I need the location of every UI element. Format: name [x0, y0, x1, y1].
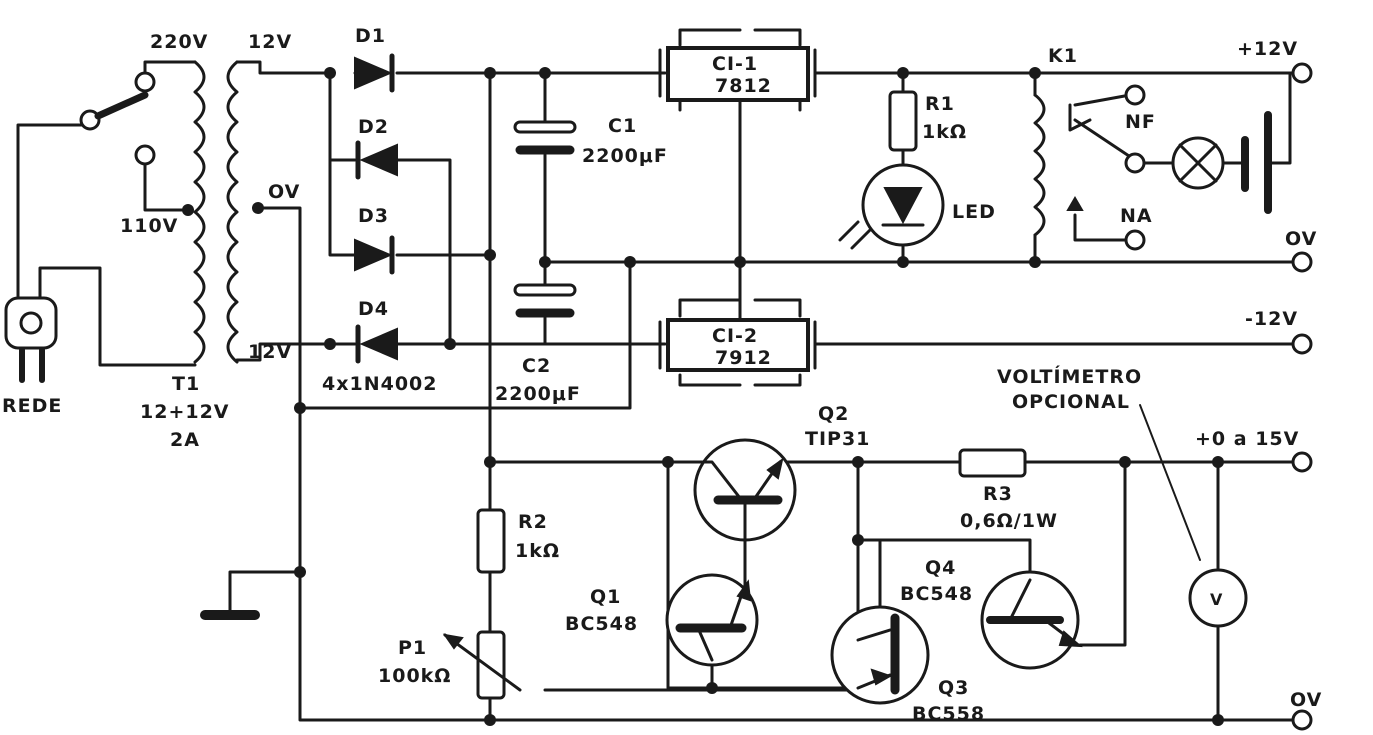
label-r3-val: 0,6Ω/1W — [960, 510, 1058, 532]
label-r2: R2 — [518, 511, 548, 533]
label-out-0v-bot: OV — [1290, 689, 1322, 711]
label-ci1: CI-1 — [712, 53, 758, 75]
diode-d1 — [354, 53, 395, 93]
label-d2: D2 — [358, 116, 389, 138]
voltage-selector-switch — [79, 71, 156, 166]
capacitor-c2 — [513, 283, 577, 318]
label-r3: R3 — [983, 483, 1013, 505]
label-out-var: +0 a 15V — [1195, 428, 1299, 450]
label-r1-val: 1kΩ — [922, 121, 967, 143]
label-q2-part: TIP31 — [805, 428, 870, 450]
label-k1: K1 — [1048, 45, 1078, 67]
transistor-q1 — [665, 573, 759, 667]
label-q1-part: BC548 — [565, 613, 638, 635]
diode-d3 — [354, 235, 395, 275]
transistor-q3 — [830, 605, 930, 705]
label-na: NA — [1120, 205, 1153, 227]
label-diodes: 4x1N4002 — [322, 373, 437, 395]
led — [838, 163, 945, 250]
label-q1: Q1 — [590, 586, 621, 608]
label-c2: C2 — [522, 355, 551, 377]
regulator-ci1 — [658, 28, 817, 112]
mains-plug — [4, 296, 58, 383]
label-led: LED — [952, 201, 996, 223]
junction-dots — [182, 67, 1224, 726]
label-meter: V — [1210, 590, 1223, 609]
label-rede: REDE — [2, 395, 62, 417]
diode-d4 — [355, 324, 398, 364]
label-ci2: CI-2 — [712, 325, 758, 347]
resistor-r2 — [476, 508, 506, 574]
text-labels: 220V 110V 12V OV 12V REDE T1 12+12V 2A D… — [2, 25, 1322, 725]
label-d1: D1 — [355, 25, 386, 47]
label-d3: D3 — [358, 205, 389, 227]
potentiometer-p1 — [442, 630, 522, 700]
label-d4: D4 — [358, 298, 389, 320]
label-c1: C1 — [608, 115, 637, 137]
diode-d2 — [355, 140, 398, 180]
output-terminals — [1291, 62, 1313, 731]
label-sec-12v-bot: 12V — [248, 341, 292, 363]
transistor-q2 — [693, 438, 797, 542]
label-t1-spec: 12+12V — [140, 401, 230, 423]
label-r2-val: 1kΩ — [515, 540, 560, 562]
regulator-ci2 — [658, 298, 817, 387]
voltmeter — [1188, 568, 1248, 628]
battery — [1241, 111, 1272, 214]
label-q4-part: BC548 — [900, 583, 973, 605]
label-out-p12: +12V — [1237, 38, 1298, 60]
transistor-q4 — [980, 570, 1083, 670]
capacitor-c1 — [513, 120, 577, 155]
label-q3: Q3 — [938, 677, 969, 699]
label-q3-part: BC558 — [912, 703, 985, 725]
label-220v: 220V — [150, 31, 208, 53]
label-r1: R1 — [925, 93, 955, 115]
label-out-0v-top: OV — [1285, 228, 1317, 250]
label-ci2-part: 7912 — [715, 347, 772, 369]
label-out-m12: -12V — [1245, 308, 1298, 330]
label-t1: T1 — [172, 373, 200, 395]
transformer-t1 — [193, 60, 239, 364]
label-ci1-part: 7812 — [715, 75, 772, 97]
label-sec-0v: OV — [268, 181, 300, 203]
label-q2: Q2 — [818, 403, 849, 425]
label-110v: 110V — [120, 215, 178, 237]
label-sec-12v-top: 12V — [248, 31, 292, 53]
label-c2-val: 2200μF — [495, 383, 581, 405]
lamp — [1171, 136, 1225, 190]
label-opcional: OPCIONAL — [1012, 391, 1130, 413]
resistor-r1 — [888, 90, 918, 152]
label-nf: NF — [1125, 111, 1156, 133]
label-c1-val: 2200μF — [582, 145, 668, 167]
label-t1-amp: 2A — [170, 429, 200, 451]
label-q4: Q4 — [925, 557, 956, 579]
wires — [16, 60, 1300, 722]
label-p1-val: 100kΩ — [378, 665, 451, 687]
label-voltimetro: VOLTÍMETRO — [997, 365, 1142, 388]
resistor-r3 — [958, 448, 1027, 478]
relay-k1 — [1033, 84, 1146, 251]
label-p1: P1 — [398, 637, 427, 659]
